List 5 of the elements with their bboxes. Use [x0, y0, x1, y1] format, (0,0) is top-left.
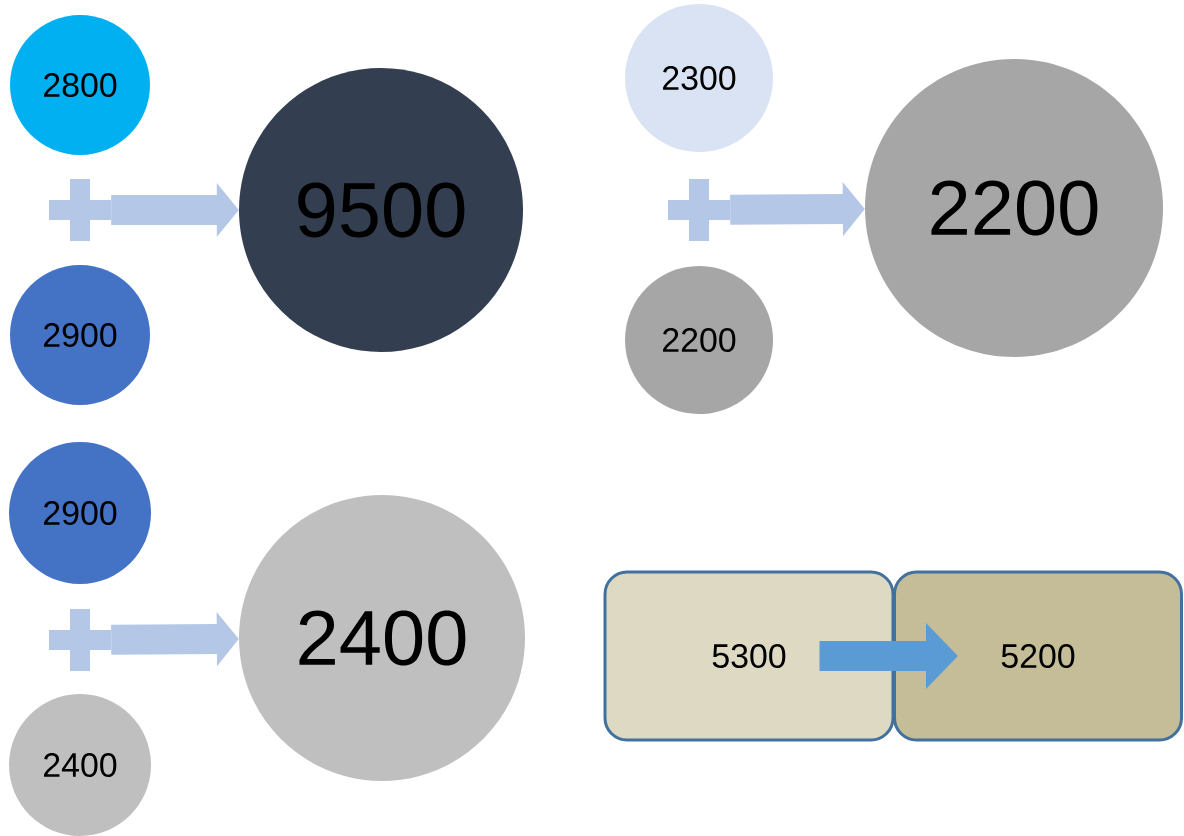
plus-sign: [49, 609, 111, 671]
plus-sign: [668, 179, 730, 241]
number-box: 5200: [893, 570, 1183, 742]
plus-sign: [49, 179, 111, 241]
number-box: 5300: [603, 570, 895, 742]
